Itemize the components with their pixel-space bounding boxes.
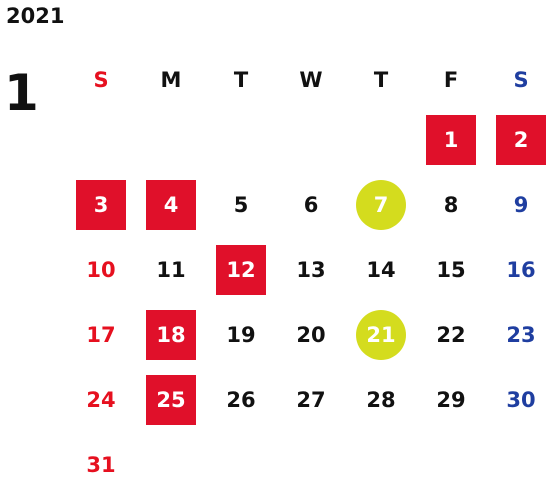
calendar-day-27[interactable]: 27 [296,388,326,412]
calendar-day-29[interactable]: 29 [436,388,466,412]
calendar-day-17[interactable]: 17 [86,323,116,347]
calendar-day-26[interactable]: 26 [226,388,256,412]
calendar-day-2-holiday[interactable]: 2 [486,110,548,170]
calendar-day-11[interactable]: 11 [156,258,186,282]
calendar-day-1-holiday[interactable]: 1 [416,110,486,170]
calendar-day-15[interactable]: 15 [436,258,466,282]
calendar-day-14[interactable]: 14 [366,258,396,282]
calendar-day-8[interactable]: 8 [443,193,459,217]
calendar-day-20[interactable]: 20 [296,323,326,347]
calendar-week-row: 17 18 19 20 21 22 23 [66,305,548,370]
weekday-thu: T [373,68,389,92]
calendar-day-16[interactable]: 16 [506,258,536,282]
calendar-day-19[interactable]: 19 [226,323,256,347]
weekday-sat: S [513,68,529,92]
weekday-mon: M [160,68,182,92]
calendar-day-7-marked[interactable]: 7 [346,175,416,235]
weekday-tue: T [233,68,249,92]
calendar-day-23[interactable]: 23 [506,323,536,347]
calendar-day-24[interactable]: 24 [86,388,116,412]
calendar-week-row: 10 11 12 13 14 15 16 [66,240,548,305]
calendar-week-row: 31 [66,435,548,500]
calendar-day-25-holiday[interactable]: 25 [136,370,206,430]
calendar-day-5[interactable]: 5 [233,193,249,217]
calendar-day-12-holiday[interactable]: 12 [206,240,276,300]
weekday-header: S M T W T F S [66,50,548,110]
calendar-day-22[interactable]: 22 [436,323,466,347]
calendar-day-6[interactable]: 6 [303,193,319,217]
calendar-day-13[interactable]: 13 [296,258,326,282]
calendar-day-10[interactable]: 10 [86,258,116,282]
calendar-week-row: 24 25 26 27 28 29 30 [66,370,548,435]
calendar-day-28[interactable]: 28 [366,388,396,412]
month-number: 1 [4,64,39,122]
weekday-sun: S [93,68,109,92]
weekday-wed: W [299,68,323,92]
calendar-day-3-holiday[interactable]: 3 [66,175,136,235]
calendar-day-4-holiday[interactable]: 4 [136,175,206,235]
calendar-day-21-marked[interactable]: 21 [346,305,416,365]
weekday-fri: F [443,68,459,92]
calendar-day-18-holiday[interactable]: 18 [136,305,206,365]
calendar-day-9[interactable]: 9 [513,193,529,217]
year-label: 2021 [6,4,65,28]
calendar-day-31[interactable]: 31 [86,453,116,477]
calendar-day-30[interactable]: 30 [506,388,536,412]
